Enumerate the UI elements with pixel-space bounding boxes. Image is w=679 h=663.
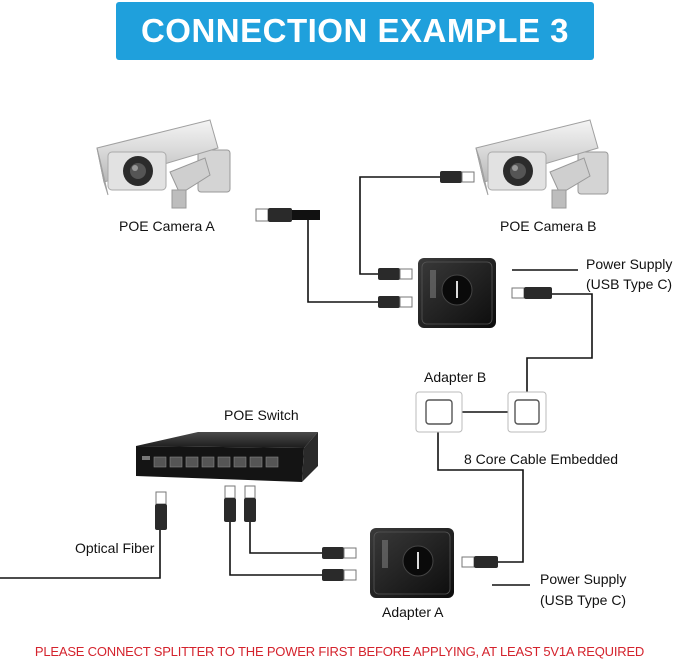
switch-connectors bbox=[155, 485, 256, 530]
poe-switch-device bbox=[136, 432, 318, 482]
adapter-b-port-connectors bbox=[378, 268, 552, 308]
adapter-b-blocks bbox=[415, 391, 547, 433]
adapter-a-port-connectors bbox=[322, 547, 498, 581]
page-title: CONNECTION EXAMPLE 3 bbox=[140, 12, 570, 49]
cables bbox=[0, 176, 593, 586]
poe-camera-b bbox=[475, 119, 609, 209]
camera-a-label: POE Camera A bbox=[119, 218, 215, 234]
adapter-a-splitter bbox=[370, 528, 454, 598]
poe-switch-label: POE Switch bbox=[224, 407, 299, 423]
camera-b-label: POE Camera B bbox=[500, 218, 597, 234]
power-warning-footer: PLEASE CONNECT SPLITTER TO THE POWER FIR… bbox=[34, 644, 645, 659]
adapter-b-splitter bbox=[418, 258, 496, 328]
title-banner: CONNECTION EXAMPLE 3 bbox=[116, 2, 594, 60]
power-supply-a-label: Power Supply bbox=[540, 571, 627, 587]
camera-a-connector bbox=[255, 208, 320, 222]
optical-fiber-label: Optical Fiber bbox=[75, 540, 155, 556]
poe-camera-a bbox=[96, 119, 231, 209]
power-supply-b-label: Power Supply bbox=[586, 256, 673, 272]
adapter-a-label: Adapter A bbox=[382, 604, 444, 620]
camera-b-connector bbox=[440, 171, 475, 183]
adapter-b-label: Adapter B bbox=[424, 369, 487, 385]
cable-label: 8 Core Cable Embedded bbox=[464, 451, 619, 467]
power-supply-b-type-label: (USB Type C) bbox=[586, 276, 673, 292]
power-supply-a-type-label: (USB Type C) bbox=[540, 592, 627, 608]
